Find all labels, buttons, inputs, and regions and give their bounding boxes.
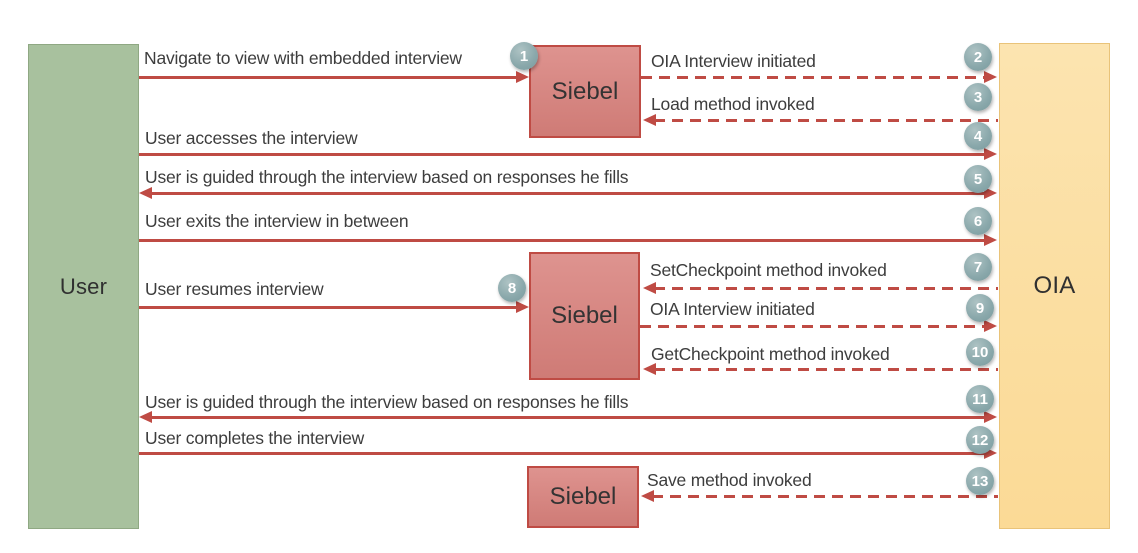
message-arrow-6: [139, 239, 986, 242]
arrowhead-right-1: [516, 71, 529, 83]
message-arrow-1: [139, 76, 518, 79]
process-box-siebel-1: Siebel: [529, 45, 641, 138]
actor-user-label: User: [59, 273, 108, 299]
step-badge-2: 2: [964, 43, 992, 71]
arrowhead-right-6: [984, 234, 997, 246]
step-badge-1: 1: [510, 42, 538, 70]
step-badge-8: 8: [498, 274, 526, 302]
message-arrow-2: [641, 76, 986, 79]
arrowhead-right-9: [984, 320, 997, 332]
message-label-11: User is guided through the interview bas…: [145, 392, 629, 412]
arrowhead-left-5: [139, 187, 152, 199]
message-arrow-7: [654, 287, 998, 290]
message-arrow-5: [150, 192, 986, 195]
message-arrow-4: [139, 153, 986, 156]
step-badge-4: 4: [964, 122, 992, 150]
arrowhead-right-8: [516, 301, 529, 313]
actor-oia-lifeline: OIA: [999, 43, 1110, 529]
message-label-7: SetCheckpoint method invoked: [650, 260, 887, 280]
arrowhead-right-2: [984, 71, 997, 83]
message-label-12: User completes the interview: [145, 428, 365, 448]
message-arrow-11: [150, 416, 986, 419]
step-badge-12: 12: [966, 426, 994, 454]
arrowhead-right-11: [984, 411, 997, 423]
message-arrow-12: [139, 452, 986, 455]
message-label-9: OIA Interview initiated: [650, 299, 815, 319]
arrowhead-left-7: [643, 282, 656, 294]
arrowhead-left-10: [643, 363, 656, 375]
message-arrow-10: [654, 368, 998, 371]
message-label-4: User accesses the interview: [145, 128, 358, 148]
step-badge-5: 5: [964, 165, 992, 193]
process-box-siebel-3: Siebel: [527, 466, 639, 528]
step-badge-11: 11: [966, 385, 994, 413]
message-label-3: Load method invoked: [651, 94, 815, 114]
message-label-2: OIA Interview initiated: [651, 51, 816, 71]
step-badge-13: 13: [966, 467, 994, 495]
message-label-13: Save method invoked: [647, 470, 812, 490]
message-arrow-9: [640, 325, 986, 328]
message-arrow-13: [652, 495, 998, 498]
actor-oia-label: OIA: [1033, 272, 1076, 299]
arrowhead-left-11: [139, 411, 152, 423]
arrowhead-left-13: [641, 490, 654, 502]
actor-user-lifeline: User: [28, 44, 139, 529]
step-badge-7: 7: [964, 253, 992, 281]
message-label-8: User resumes interview: [145, 279, 324, 299]
step-badge-10: 10: [966, 338, 994, 366]
arrowhead-left-3: [643, 114, 656, 126]
step-badge-3: 3: [964, 83, 992, 111]
message-arrow-8: [139, 306, 518, 309]
step-badge-9: 9: [966, 294, 994, 322]
process-box-siebel-2: Siebel: [529, 252, 640, 380]
message-label-6: User exits the interview in between: [145, 211, 409, 231]
message-label-10: GetCheckpoint method invoked: [651, 344, 890, 364]
message-arrow-3: [654, 119, 998, 122]
message-label-5: User is guided through the interview bas…: [145, 167, 629, 187]
message-label-1: Navigate to view with embedded interview: [144, 48, 462, 68]
step-badge-6: 6: [964, 207, 992, 235]
arrowhead-right-5: [984, 187, 997, 199]
arrowhead-right-4: [984, 148, 997, 160]
